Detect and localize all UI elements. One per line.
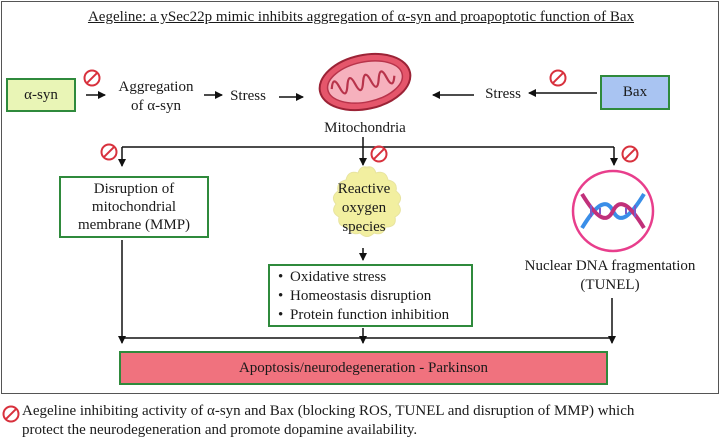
stress-label-left: Stress <box>230 88 266 104</box>
footer-caption: Aegeline inhibiting activity of α-syn an… <box>22 403 635 438</box>
inhibit-icon <box>370 145 388 163</box>
mitochondria-label: Mitochondria <box>324 120 406 136</box>
nuclear-dna-label: Nuclear DNA fragmentation (TUNEL) <box>524 258 696 293</box>
list-item: Homeostasis disruption <box>278 287 471 306</box>
ros-label: Reactive oxygen species <box>337 181 391 235</box>
list-item: Oxidative stress <box>278 268 471 287</box>
bax-box: Bax <box>600 75 670 110</box>
asyn-box: α-syn <box>6 78 76 112</box>
mitochondria-icon <box>318 52 412 112</box>
inhibit-icon <box>2 405 20 423</box>
inhibit-icon <box>100 143 118 161</box>
diagram-title: Aegeline: a ySec22p mimic inhibits aggre… <box>87 9 635 25</box>
inhibit-icon <box>83 69 101 87</box>
list-item: Protein function inhibition <box>278 306 471 325</box>
inhibit-icon <box>549 69 567 87</box>
asyn-label: α-syn <box>24 86 58 103</box>
aggregation-label: Aggregation of α-syn <box>118 79 194 114</box>
stress-label-right: Stress <box>485 86 521 102</box>
oxidative-effects-box: Oxidative stress Homeostasis disruption … <box>268 264 473 327</box>
apoptosis-box: Apoptosis/neurodegeneration - Parkinson <box>119 351 608 385</box>
inhibit-icon <box>621 145 639 163</box>
diagram-frame <box>1 1 719 394</box>
dna-icon <box>571 169 655 253</box>
disruption-mmp-box: Disruption of mitochondrial membrane (MM… <box>59 176 209 238</box>
apoptosis-label: Apoptosis/neurodegeneration - Parkinson <box>238 359 489 376</box>
ros-cloud <box>332 166 402 237</box>
bax-label: Bax <box>622 84 648 100</box>
